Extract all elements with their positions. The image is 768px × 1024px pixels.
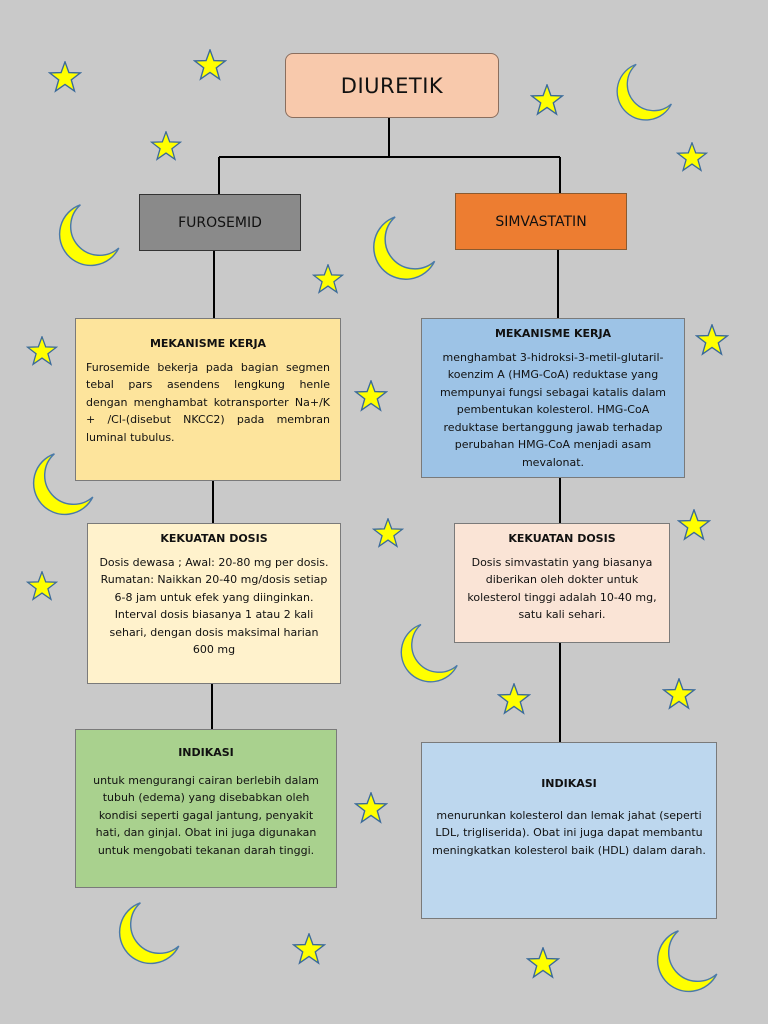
furosemid-dosis-box: KEKUATAN DOSIS Dosis dewasa ; Awal: 20-8… — [87, 523, 341, 684]
simvastatin-dosis-heading: KEKUATAN DOSIS — [508, 532, 616, 545]
furosemid-dosis-heading: KEKUATAN DOSIS — [160, 532, 268, 545]
furosemid-dosis-text: Dosis dewasa ; Awal: 20-80 mg per dosis.… — [99, 555, 329, 657]
simvastatin-indikasi-box: INDIKASI menurunkan kolesterol dan lemak… — [421, 742, 717, 919]
simvastatin-dosis-text: Dosis simvastatin yang biasanya diberika… — [467, 555, 657, 622]
diagram-title: DIURETIK — [285, 53, 499, 118]
simvastatin-mekanisme-box: MEKANISME KERJA menghambat 3-hidroksi-3-… — [421, 318, 685, 478]
furosemid-mekanisme-text: Furosemide bekerja pada bagian segmen te… — [86, 360, 330, 444]
furosemid-mekanisme-box: MEKANISME KERJA Furosemide bekerja pada … — [75, 318, 341, 481]
furosemid-indikasi-box: INDIKASI untuk mengurangi cairan berlebi… — [75, 729, 337, 888]
simvastatin-mekanisme-text: menghambat 3-hidroksi-3-metil-glutaril-k… — [439, 350, 667, 469]
simvastatin-indikasi-text: menurunkan kolesterol dan lemak jahat (s… — [432, 808, 706, 857]
furosemid-node: FUROSEMID — [139, 194, 301, 251]
simvastatin-node: SIMVASTATIN — [455, 193, 627, 250]
furosemid-indikasi-heading: INDIKASI — [178, 746, 234, 759]
simvastatin-indikasi-heading: INDIKASI — [541, 777, 597, 790]
furosemid-indikasi-text: untuk mengurangi cairan berlebih dalam t… — [93, 773, 319, 857]
simvastatin-mekanisme-heading: MEKANISME KERJA — [494, 327, 612, 340]
simvastatin-dosis-box: KEKUATAN DOSIS Dosis simvastatin yang bi… — [454, 523, 670, 643]
furosemid-mekanisme-heading: MEKANISME KERJA — [149, 337, 267, 350]
